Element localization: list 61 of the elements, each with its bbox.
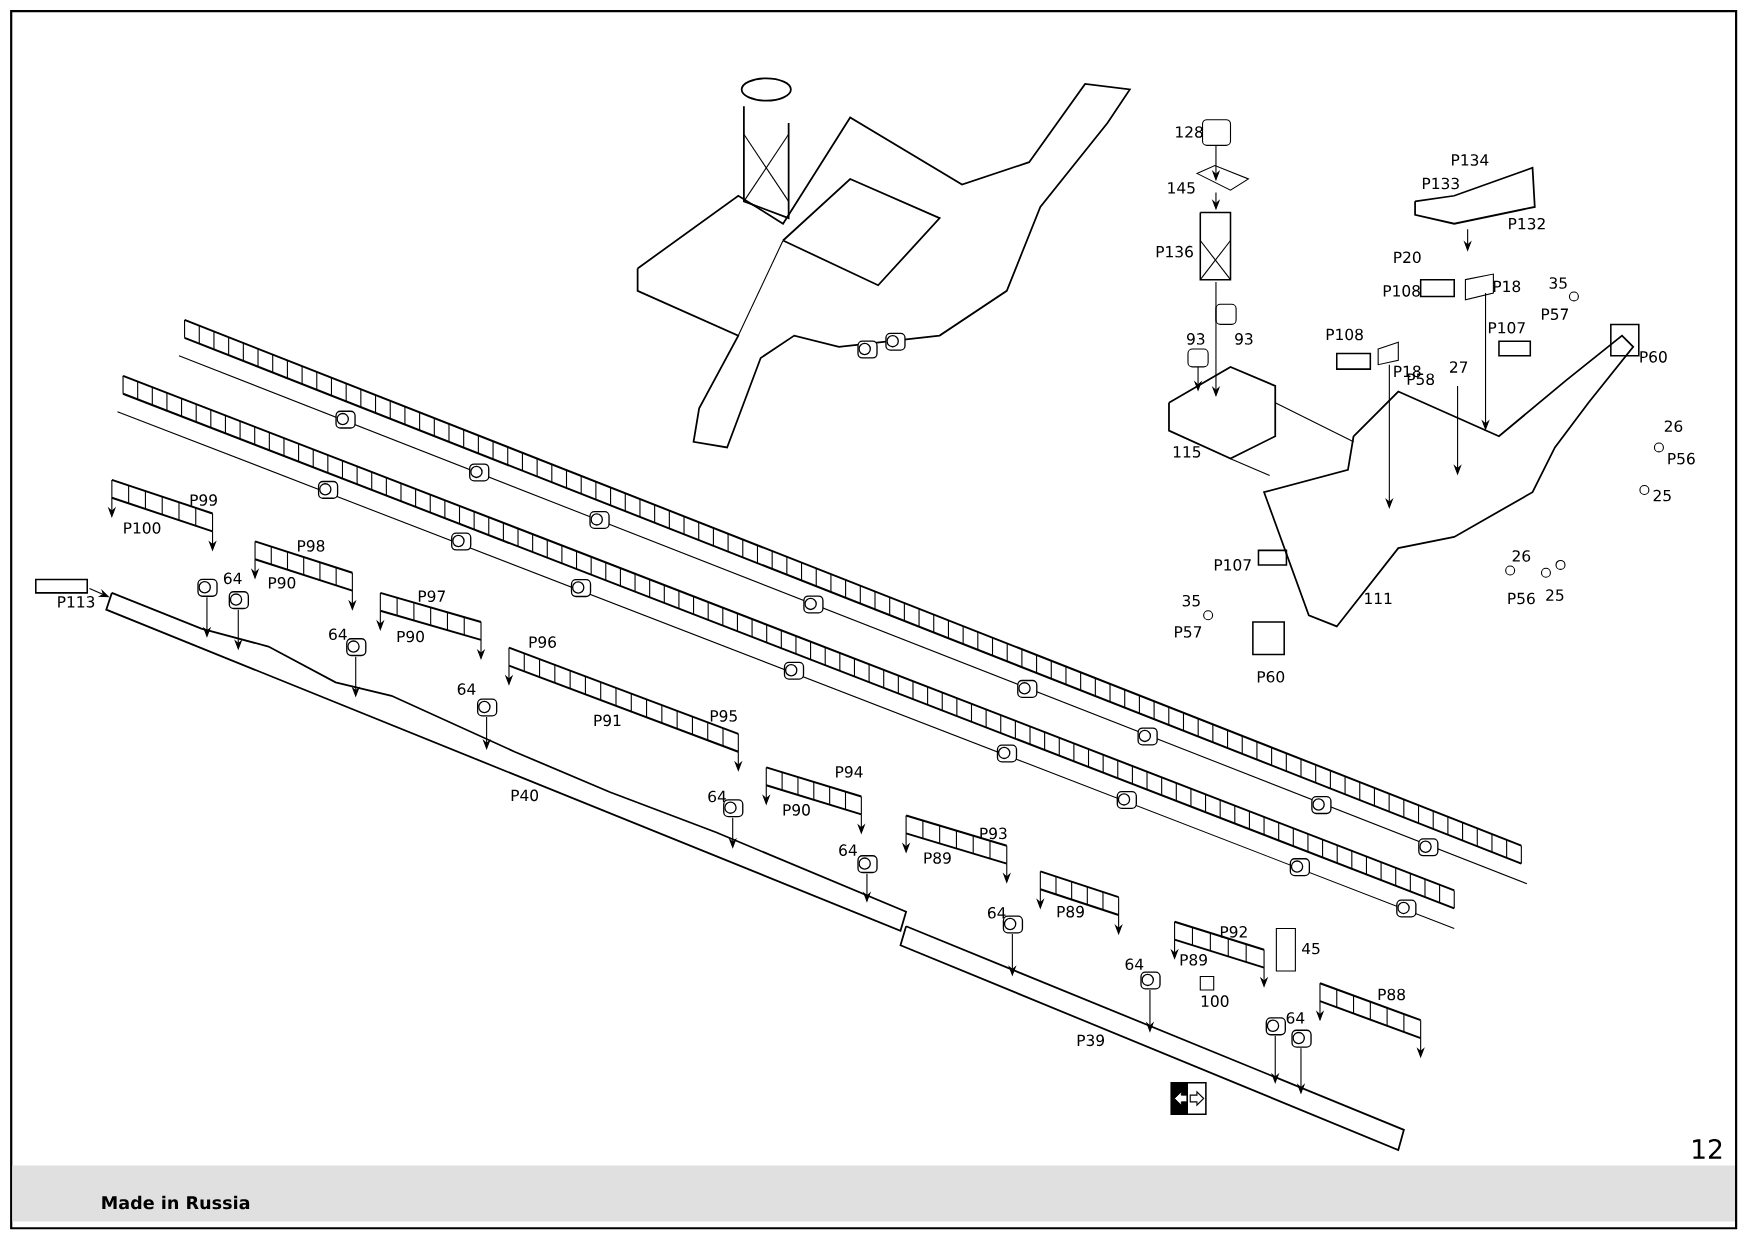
part-number: P92 — [1220, 926, 1247, 938]
part-number: P20 — [1394, 251, 1421, 264]
part-number: 27 — [1450, 361, 1468, 373]
part-number: P113 — [58, 596, 95, 608]
part-number: P60 — [1257, 671, 1285, 683]
part-number: 64 — [457, 683, 476, 696]
part-number: 35 — [1549, 277, 1567, 290]
part-number: 93 — [1187, 333, 1205, 345]
part-number: P97 — [418, 590, 445, 603]
part-number: P100 — [124, 522, 161, 535]
part-number: P93 — [980, 827, 1007, 840]
part-number: P134 — [1452, 154, 1489, 166]
part-number: 93 — [1235, 333, 1253, 345]
part-number: 128 — [1176, 126, 1203, 139]
part-number: P133 — [1422, 177, 1459, 190]
part-number: P99 — [190, 494, 217, 507]
part-number: P95 — [710, 710, 737, 722]
part-number: P89 — [1057, 906, 1084, 918]
part-number: P89 — [1180, 954, 1207, 966]
part-number: P91 — [594, 714, 621, 727]
part-number: P108 — [1326, 328, 1363, 341]
part-number: P96 — [529, 636, 557, 649]
part-number: 64 — [1125, 958, 1144, 971]
part-number: 64 — [987, 907, 1006, 919]
part-number: P90 — [783, 804, 810, 816]
part-number: P57 — [1541, 308, 1569, 321]
part-number: P56 — [1508, 592, 1535, 605]
part-number: 111 — [1365, 593, 1392, 605]
part-number: 115 — [1173, 446, 1201, 458]
part-number: P136 — [1156, 246, 1193, 258]
part-number: P132 — [1509, 218, 1545, 230]
part-number: 25 — [1653, 489, 1671, 502]
part-number: 64 — [839, 844, 857, 857]
part-number: P107 — [1214, 559, 1251, 571]
part-number: P90 — [268, 577, 296, 589]
part-number: P56 — [1668, 453, 1695, 465]
part-number: P90 — [397, 630, 424, 643]
part-number: P18 — [1493, 280, 1521, 293]
part-number: P39 — [1077, 1034, 1104, 1047]
part-number: 145 — [1168, 182, 1195, 194]
part-number: 35 — [1182, 595, 1200, 607]
part-number: 64 — [223, 572, 242, 585]
part-number: 26 — [1664, 420, 1683, 433]
part-number: 64 — [329, 628, 347, 641]
part-number: 26 — [1512, 550, 1531, 562]
part-number: P107 — [1488, 322, 1525, 334]
part-number: P88 — [1378, 988, 1405, 1001]
part-number: 25 — [1546, 589, 1564, 602]
caption-text: Made in Russia — [102, 1195, 250, 1210]
part-number: P94 — [836, 766, 863, 778]
part-number: P60 — [1640, 351, 1667, 363]
part-number: 45 — [1302, 943, 1320, 955]
part-number: P108 — [1383, 285, 1420, 297]
part-number: P98 — [298, 540, 325, 552]
part-number: P40 — [511, 789, 539, 802]
part-number: 64 — [1286, 1012, 1305, 1024]
part-number: 100 — [1201, 995, 1229, 1008]
part-number: P57 — [1175, 626, 1202, 638]
part-number: P89 — [924, 852, 951, 865]
part-number: 64 — [708, 790, 726, 803]
page-number: 12 — [1693, 1139, 1722, 1159]
